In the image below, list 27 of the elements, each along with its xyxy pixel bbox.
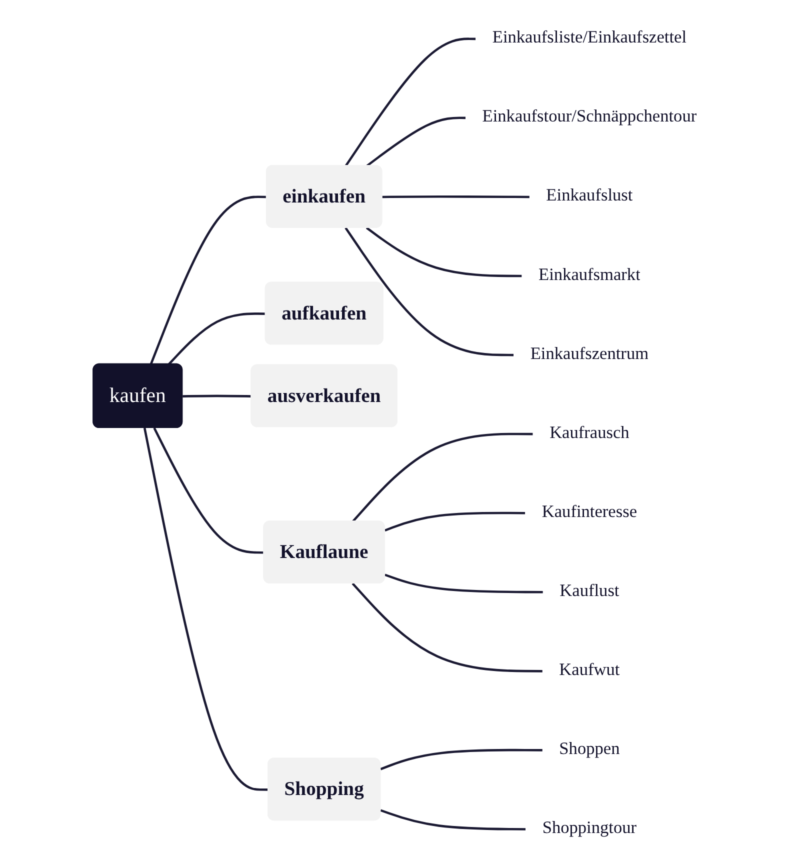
node-text: Einkaufstour/Schnäppchentour	[482, 108, 697, 126]
connector	[380, 809, 527, 830]
node-text: Kauflust	[560, 582, 620, 600]
connector	[150, 196, 268, 365]
node-text: Einkaufsmarkt	[538, 266, 640, 284]
connector	[384, 512, 526, 532]
node-text: Kaufrausch	[550, 424, 630, 442]
node-text: Einkaufslust	[546, 186, 633, 206]
connector	[168, 312, 266, 366]
connector	[182, 394, 252, 398]
node-text: Shoppen	[559, 740, 620, 759]
connector	[384, 574, 544, 594]
connector	[352, 582, 544, 672]
connector	[143, 428, 269, 791]
node-text: Kaufinteresse	[542, 503, 638, 522]
connector	[344, 38, 477, 167]
node-text: Einkaufsliste/Einkaufszettel	[492, 28, 687, 48]
node-text: Kaufwut	[559, 661, 620, 680]
connector	[382, 195, 531, 198]
connector	[380, 748, 544, 770]
connector	[344, 227, 515, 356]
node-text: Einkaufszentrum	[530, 344, 649, 364]
connector	[352, 432, 534, 523]
connector	[153, 428, 264, 554]
connector	[366, 116, 467, 168]
node-text: Shoppingtour	[542, 819, 637, 838]
connector	[366, 226, 523, 278]
